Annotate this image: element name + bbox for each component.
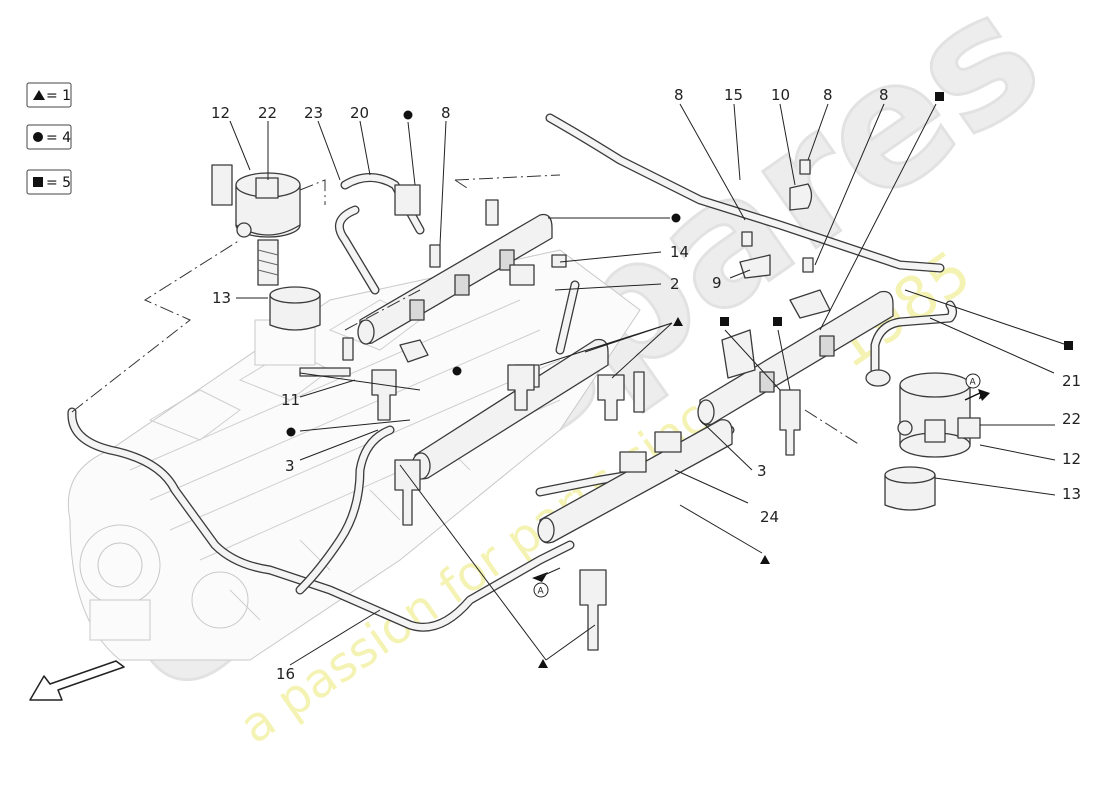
callout-2: 2 (670, 275, 680, 293)
circle-icon (671, 213, 681, 223)
callout-21: 21 (1062, 372, 1081, 390)
hardware (299, 159, 831, 413)
square-icon (720, 317, 729, 326)
injectors (371, 364, 801, 651)
circle-icon (452, 366, 462, 376)
triangle-icon (673, 317, 683, 326)
callout-10: 10 (771, 86, 790, 104)
callout-3-right: 3 (757, 462, 767, 480)
legend-text-triangle: = 1 (46, 88, 71, 104)
callout-9: 9 (712, 274, 722, 292)
circle-icon (403, 110, 413, 120)
triangle-icon (760, 555, 770, 564)
high-pressure-pump-right (865, 369, 981, 511)
callout-8-a: 8 (441, 104, 451, 122)
clamp-10 (789, 183, 813, 211)
callout-16: 16 (276, 665, 295, 683)
legend: = 1 = 4 = 5 (26, 82, 72, 195)
callout-22-right: 22 (1062, 410, 1081, 428)
square-icon (1064, 341, 1073, 350)
callouts: 12 22 23 20 8 13 14 2 11 3 16 8 15 10 8 … (211, 86, 1081, 683)
callout-24: 24 (760, 508, 779, 526)
callout-8-b: 8 (674, 86, 684, 104)
callout-20: 20 (350, 104, 369, 122)
square-icon (33, 177, 43, 187)
engine-front-arrow (29, 660, 125, 701)
legend-text-square: = 5 (46, 175, 71, 191)
fuel-rail-left (357, 213, 553, 345)
callout-13-left: 13 (212, 289, 231, 307)
alignment-lines (71, 174, 861, 446)
callout-11: 11 (281, 391, 300, 409)
legend-item-square: = 5 (26, 169, 72, 195)
high-pressure-pump-left (211, 164, 321, 331)
triangle-icon (538, 659, 548, 668)
legend-text-circle: = 4 (46, 130, 71, 146)
pressure-sensor-14 (509, 264, 535, 286)
connection-marker-a-right: A (964, 373, 990, 401)
circle-icon (286, 427, 296, 437)
triangle-icon (33, 90, 45, 100)
callout-14: 14 (670, 243, 689, 261)
arrow-icon (29, 660, 125, 701)
circled-a-label: A (970, 378, 977, 388)
callout-22-left: 22 (258, 104, 277, 122)
callout-8-c: 8 (823, 86, 833, 104)
quantity-markers (286, 92, 1073, 668)
callout-15: 15 (724, 86, 743, 104)
circle-icon (33, 132, 43, 142)
fuel-rail-lower-right (537, 419, 733, 544)
callout-12-left: 12 (211, 104, 230, 122)
legend-item-triangle: = 1 (26, 82, 72, 108)
callout-8-d: 8 (879, 86, 889, 104)
fuel-rail-right (697, 290, 894, 426)
square-icon (935, 92, 944, 101)
engine-block-ghost (67, 249, 641, 661)
callout-12-right: 12 (1062, 450, 1081, 468)
legend-item-circle: = 4 (26, 124, 72, 150)
callout-3-left: 3 (285, 457, 295, 475)
callout-23: 23 (304, 104, 323, 122)
fuel-lines (67, 113, 957, 632)
square-icon (773, 317, 782, 326)
circled-a-label: A (538, 587, 545, 597)
callout-13-right: 13 (1062, 485, 1081, 503)
leader-lines (229, 103, 1065, 666)
connection-marker-a-lower: A (532, 567, 561, 598)
